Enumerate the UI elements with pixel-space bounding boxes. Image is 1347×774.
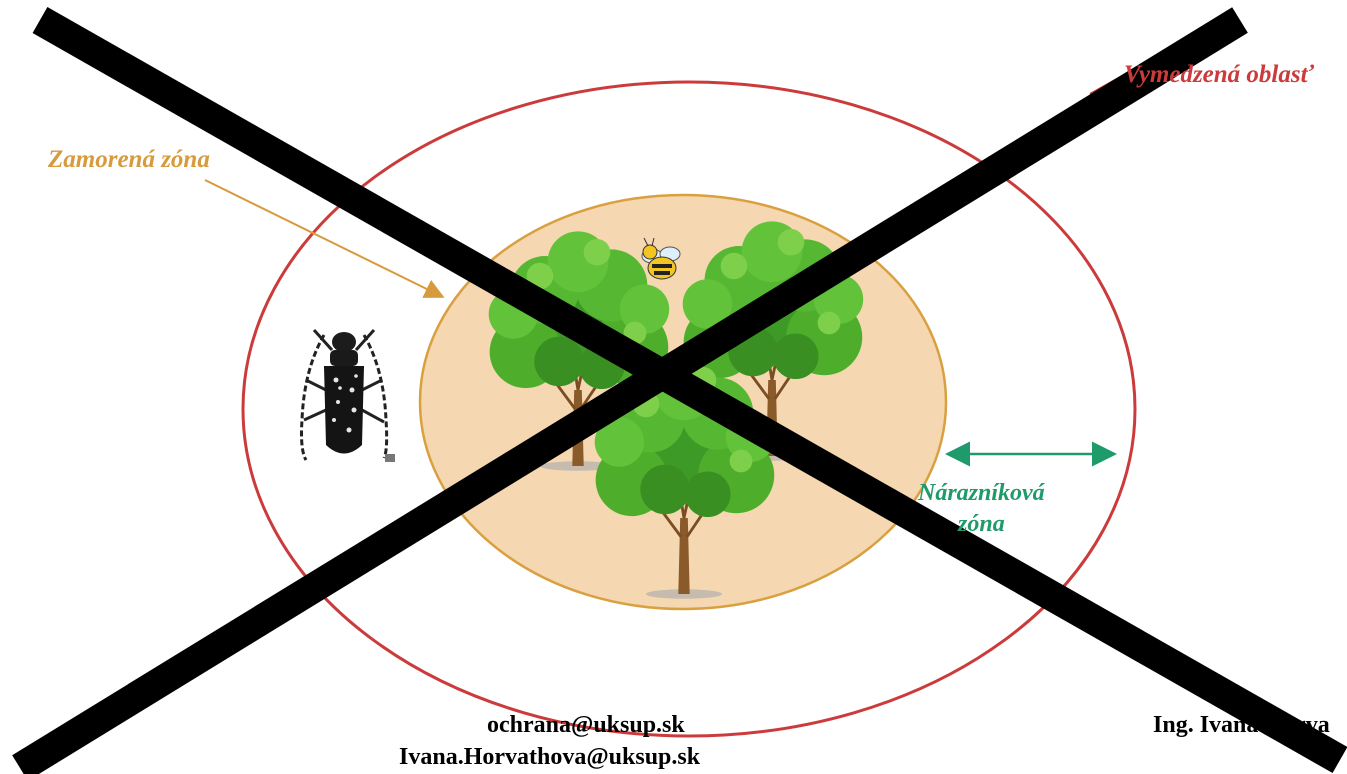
cross-out-mark <box>20 20 1340 768</box>
infested-zone-label: Zamorená zóna <box>48 146 210 174</box>
buffer-zone-label-line2: zóna <box>918 509 1045 540</box>
contact-email-personal: Ivana.Horvathova@uksup.sk <box>399 744 700 771</box>
author-name: Ing. Ivana Horva <box>1153 712 1330 739</box>
buffer-zone-label: Nárazníková zóna <box>918 478 1045 540</box>
longhorn-beetle-icon <box>302 330 396 462</box>
buffer-zone-label-line1: Nárazníková <box>918 478 1045 509</box>
demarcated-area-label: Vymedzená oblasť <box>1124 61 1314 89</box>
contact-email-general: ochrana@uksup.sk <box>487 712 685 739</box>
